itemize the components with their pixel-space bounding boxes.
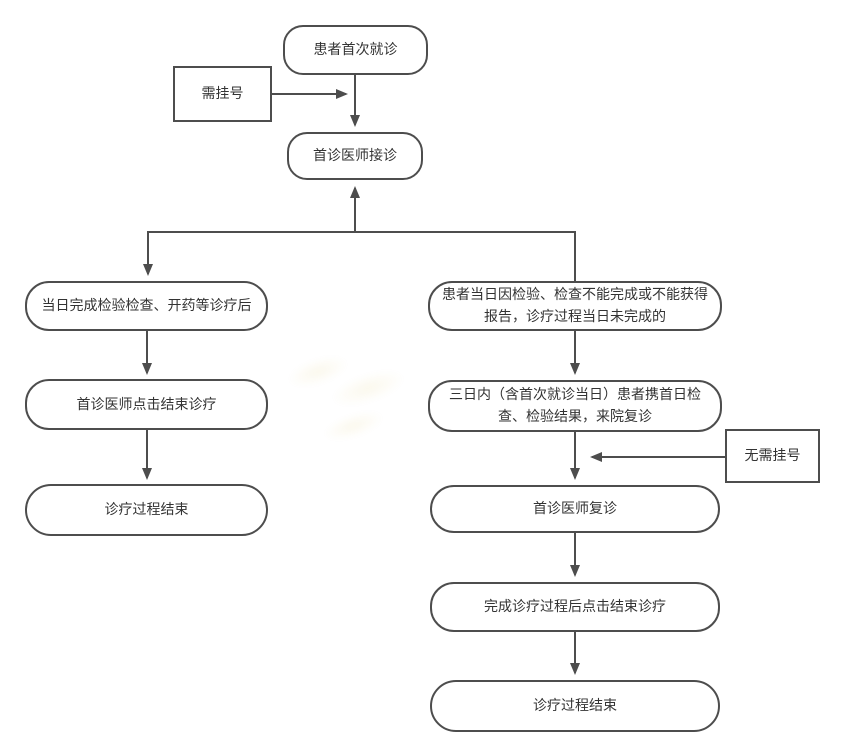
node-no-registration-needed: 无需挂号 [725,429,820,483]
node-same-day-not-completed: 患者当日因检验、检查不能完成或不能获得报告，诊疗过程当日未完成的 [428,281,722,331]
node-patient-first-visit: 患者首次就诊 [283,25,428,75]
node-label: 三日内（含首次就诊当日）患者携首日检查、检验结果，来院复诊 [449,386,701,424]
node-return-within-three-days: 三日内（含首次就诊当日）患者携首日检查、检验结果，来院复诊 [428,380,722,432]
node-label: 需挂号 [201,85,244,102]
node-need-registration: 需挂号 [173,66,272,122]
node-doctor-clicks-end: 首诊医师点击结束诊疗 [25,379,268,430]
node-label: 诊疗过程结束 [104,501,189,518]
node-label: 无需挂号 [744,447,801,464]
node-label: 首诊医师接诊 [313,147,397,164]
node-same-day-completed: 当日完成检验检查、开药等诊疗后 [25,281,268,331]
watermark [249,301,451,474]
node-treatment-ends-right: 诊疗过程结束 [430,680,720,732]
node-first-doctor-reception: 首诊医师接诊 [287,132,423,180]
node-label: 首诊医师复诊 [533,500,617,517]
node-treatment-ends-left: 诊疗过程结束 [25,484,268,536]
node-first-doctor-follow-up: 首诊医师复诊 [430,485,720,533]
node-label: 完成诊疗过程后点击结束诊疗 [484,598,666,615]
node-label: 患者首次就诊 [313,41,398,58]
node-label: 诊疗过程结束 [533,697,617,714]
node-label: 首诊医师点击结束诊疗 [76,395,217,412]
node-label: 当日完成检验检查、开药等诊疗后 [41,297,252,314]
node-click-end-after-completion: 完成诊疗过程后点击结束诊疗 [430,582,720,632]
node-label: 患者当日因检验、检查不能完成或不能获得报告，诊疗过程当日未完成的 [442,286,708,324]
